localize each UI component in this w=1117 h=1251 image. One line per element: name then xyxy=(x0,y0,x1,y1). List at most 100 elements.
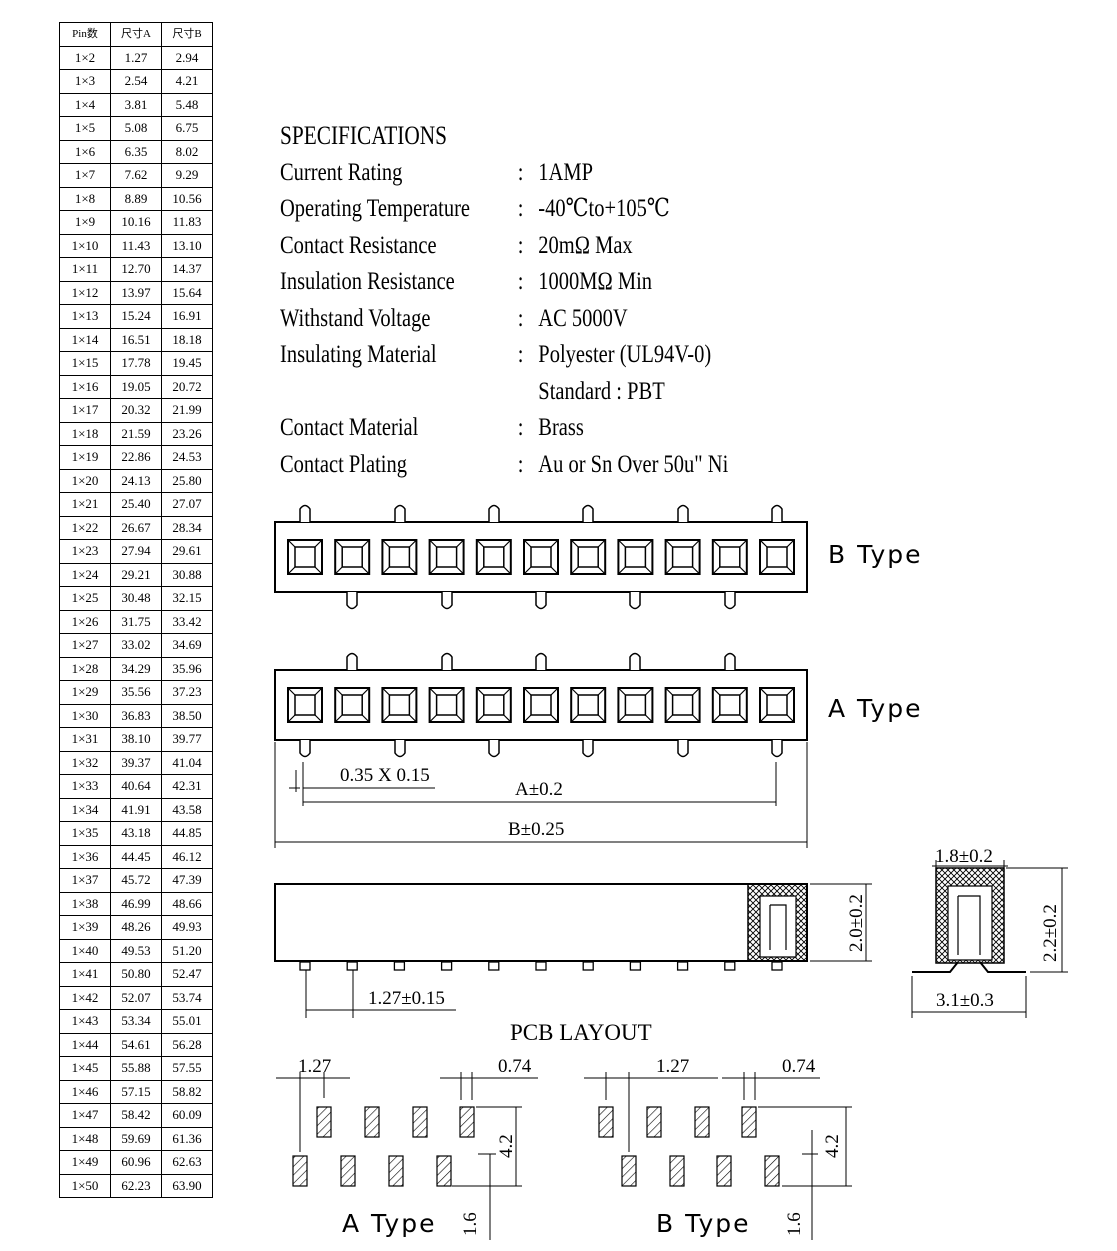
pcb-pad xyxy=(621,1155,637,1187)
table-cell: 1×3 xyxy=(59,69,111,94)
table-cell: 33.02 xyxy=(110,633,162,658)
pcb-b-row: 4.2 xyxy=(822,1134,843,1158)
table-cell: 25.80 xyxy=(161,468,213,493)
table-cell: 1×24 xyxy=(59,562,111,587)
a-type-label: A Type xyxy=(828,694,922,723)
spec-value: Standard : PBT xyxy=(538,377,665,405)
contact-cell xyxy=(287,687,323,723)
contact-cell xyxy=(664,539,701,575)
table-cell: 1×48 xyxy=(59,1126,111,1151)
front-pin xyxy=(771,961,783,971)
table-cell: 51.20 xyxy=(161,938,213,963)
pin xyxy=(346,652,358,670)
b-type-label: B Type xyxy=(828,540,923,569)
table-cell: 18.18 xyxy=(161,327,213,352)
contact-cell xyxy=(523,687,559,723)
front-pin xyxy=(724,961,736,971)
height-label: 2.0±0.2 xyxy=(846,894,867,952)
table-cell: 1×40 xyxy=(59,938,111,963)
table-cell: 55.01 xyxy=(161,1009,213,1034)
side-bottom-label: 3.1±0.3 xyxy=(936,990,994,1011)
table-cell: 63.90 xyxy=(161,1173,213,1198)
pcb-pad xyxy=(292,1155,308,1187)
contact-cell xyxy=(617,687,654,723)
pin xyxy=(535,592,547,610)
table-cell: 43.18 xyxy=(110,821,162,846)
table-cell: 49.93 xyxy=(161,915,213,940)
contact-cell xyxy=(334,539,371,575)
contact-cell xyxy=(428,687,465,723)
table-cell: 15.24 xyxy=(110,304,162,329)
table-cell: 20.72 xyxy=(161,374,213,399)
b-type-connector xyxy=(274,504,808,610)
pcb-a-row: 4.2 xyxy=(496,1134,517,1158)
pcb-pad xyxy=(459,1106,475,1138)
front-pin xyxy=(393,961,406,971)
table-cell: 45.72 xyxy=(110,868,162,893)
table-cell: 60.09 xyxy=(161,1103,213,1128)
table-cell: 1×23 xyxy=(59,539,111,564)
front-view xyxy=(274,883,808,971)
front-pin xyxy=(582,961,594,971)
table-cell: 20.32 xyxy=(110,398,162,423)
spec-separator: : xyxy=(517,158,524,186)
table-cell: 44.45 xyxy=(110,844,162,869)
table-cell: 5.08 xyxy=(110,116,162,141)
pcb-a-label: A Type xyxy=(342,1209,436,1238)
contact-cell xyxy=(664,687,701,723)
table-cell: 24.53 xyxy=(161,445,213,470)
table-cell: 1×21 xyxy=(59,492,111,517)
table-cell: 1×10 xyxy=(59,233,111,258)
table-cell: 21.99 xyxy=(161,398,213,423)
table-cell: 29.21 xyxy=(110,562,162,587)
spec-separator: : xyxy=(517,231,524,259)
pin xyxy=(629,592,641,610)
pin xyxy=(394,504,406,522)
table-cell: 14.37 xyxy=(161,257,213,282)
table-cell: 30.88 xyxy=(161,562,213,587)
b-type-top-pins xyxy=(299,504,783,522)
table-cell: 46.99 xyxy=(110,891,162,916)
table-cell: 24.13 xyxy=(110,468,162,493)
table-cell: 1×20 xyxy=(59,468,111,493)
dim-a-label: A±0.2 xyxy=(515,779,563,800)
table-cell: 59.69 xyxy=(110,1126,162,1151)
spec-value: 1AMP xyxy=(538,158,593,186)
table-cell: 39.37 xyxy=(110,750,162,775)
table-cell: 11.43 xyxy=(110,233,162,258)
spec-label: Withstand Voltage xyxy=(280,304,431,332)
table-cell: 15.64 xyxy=(161,280,213,305)
table-cell: 1×46 xyxy=(59,1079,111,1104)
table-cell: 1×26 xyxy=(59,609,111,634)
table-header-cell: Pin数 xyxy=(59,22,111,47)
pin xyxy=(488,504,500,522)
table-cell: 1×50 xyxy=(59,1173,111,1198)
table-cell: 1×6 xyxy=(59,139,111,164)
side-view xyxy=(912,867,1026,973)
contact-cell xyxy=(381,539,418,575)
table-cell: 40.64 xyxy=(110,774,162,799)
pcb-pad xyxy=(598,1106,614,1138)
pcb-layout-title: PCB LAYOUT xyxy=(510,1020,652,1045)
table-cell: 1×15 xyxy=(59,351,111,376)
table-cell: 46.12 xyxy=(161,844,213,869)
table-cell: 49.53 xyxy=(110,938,162,963)
